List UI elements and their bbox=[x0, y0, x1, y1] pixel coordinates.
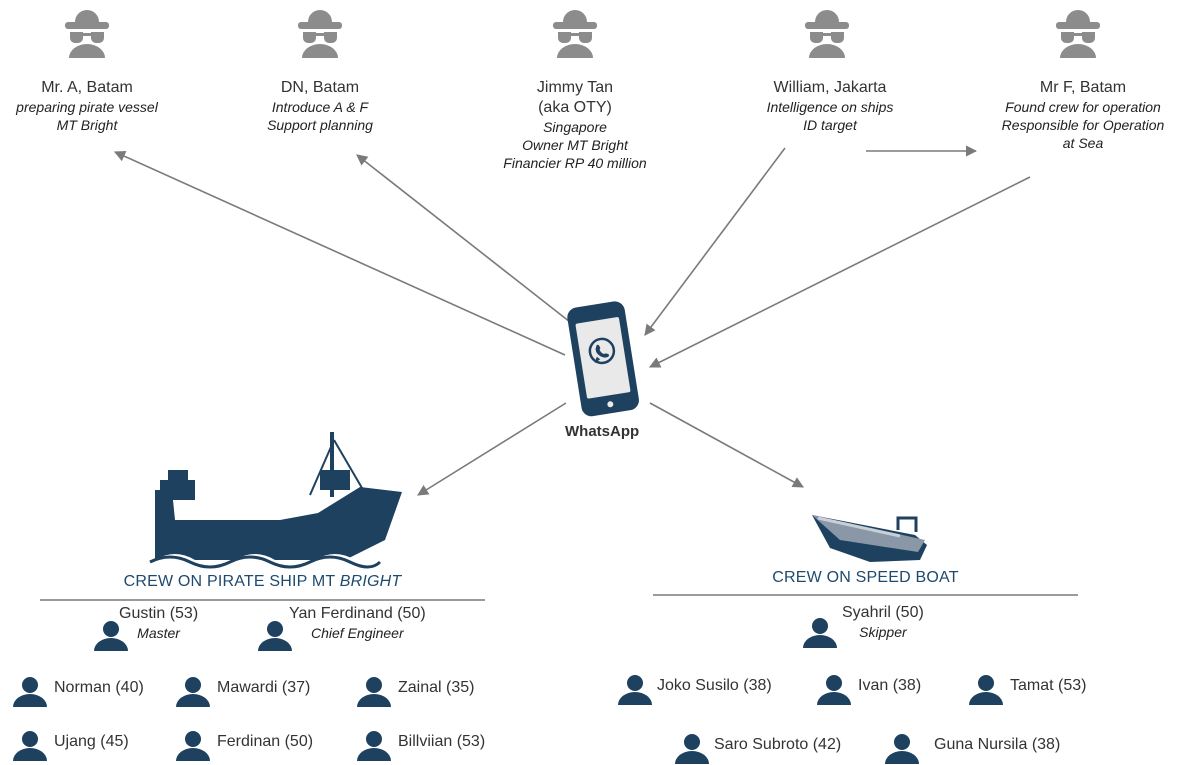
person-icon bbox=[258, 621, 292, 651]
member-role: Master bbox=[137, 625, 180, 641]
crew-member: Ujang (45) bbox=[12, 722, 129, 762]
member-name: Tamat (53) bbox=[1010, 677, 1087, 694]
person-icon bbox=[969, 675, 1003, 705]
actor-dn: DN, Batam Introduce A & F Support planni… bbox=[250, 78, 390, 134]
arrow-from-mr-f bbox=[648, 176, 1031, 368]
person-icon bbox=[618, 675, 652, 705]
member-name: Gustin (53) bbox=[119, 605, 199, 622]
arrow-to-dn bbox=[356, 154, 571, 323]
spy-icon bbox=[298, 10, 342, 58]
actor-detail: Singapore bbox=[543, 119, 607, 135]
crew-member-gustin: Gustin (53) Master bbox=[93, 605, 198, 652]
person-icon bbox=[885, 734, 919, 764]
actor-name: Jimmy Tan bbox=[536, 79, 614, 96]
whatsapp-label: WhatsApp bbox=[565, 423, 640, 440]
arrow-to-pirate-ship bbox=[417, 402, 567, 496]
member-name: Zainal (35) bbox=[398, 679, 475, 696]
pirate-ship-crew-title: CREW ON PIRATE SHIP MT BRIGHT bbox=[40, 573, 485, 591]
actor-detail: Responsible for Operation bbox=[1001, 117, 1165, 133]
title-prefix: CREW ON PIRATE SHIP MT bbox=[123, 573, 340, 590]
actor-detail: preparing pirate vessel bbox=[16, 99, 158, 115]
actor-detail: Introduce A & F bbox=[271, 99, 369, 115]
member-name: Mawardi (37) bbox=[217, 679, 311, 696]
member-name: Yan Ferdinand (50) bbox=[289, 605, 426, 622]
actor-name: DN, Batam bbox=[280, 79, 360, 96]
crew-member: Tamat (53) bbox=[968, 666, 1086, 706]
actor-name: Mr F, Batam bbox=[1039, 79, 1127, 96]
crew-member: Zainal (35) bbox=[356, 668, 474, 708]
actor-detail: Owner MT Bright bbox=[522, 137, 628, 153]
actor-detail: Financier RP 40 million bbox=[503, 155, 647, 171]
speed-boat-icon bbox=[812, 515, 927, 562]
person-icon bbox=[13, 731, 47, 761]
actor-jimmy-tan: Jimmy Tan (aka OTY) Singapore Owner MT B… bbox=[485, 78, 665, 172]
member-name: Ujang (45) bbox=[54, 733, 129, 750]
whatsapp-phone-icon bbox=[567, 301, 639, 417]
member-name: Norman (40) bbox=[54, 679, 144, 696]
crew-member: Norman (40) bbox=[12, 668, 144, 708]
crew-member: Billviian (53) bbox=[356, 722, 485, 762]
actor-name: William, Jakarta bbox=[773, 79, 887, 96]
spy-icon bbox=[553, 10, 597, 58]
member-name: Billviian (53) bbox=[398, 733, 486, 750]
actor-mr-a: Mr. A, Batam preparing pirate vessel MT … bbox=[2, 78, 172, 134]
crew-member: Joko Susilo (38) bbox=[617, 666, 772, 706]
actor-detail: Found crew for operation bbox=[1005, 99, 1161, 115]
member-name: Joko Susilo (38) bbox=[657, 677, 772, 694]
actor-detail: Support planning bbox=[267, 117, 373, 133]
member-role: Chief Engineer bbox=[311, 625, 404, 641]
member-name: Guna Nursila (38) bbox=[934, 736, 1061, 753]
crew-member-yan-ferdinand: Yan Ferdinand (50) Chief Engineer bbox=[257, 605, 426, 652]
crew-member: Guna Nursila (38) bbox=[884, 725, 1060, 765]
person-icon bbox=[357, 731, 391, 761]
arrow-from-william bbox=[644, 147, 786, 336]
actor-mr-f: Mr F, Batam Found crew for operation Res… bbox=[985, 78, 1181, 152]
arrow-to-mr-a bbox=[113, 151, 566, 356]
person-icon bbox=[675, 734, 709, 764]
pirate-ship-icon bbox=[149, 432, 402, 569]
member-role: Skipper bbox=[859, 624, 907, 640]
actor-aka: (aka OTY) bbox=[538, 99, 612, 116]
actor-detail: Intelligence on ships bbox=[766, 99, 894, 115]
actor-detail: at Sea bbox=[1062, 135, 1104, 151]
spy-icon bbox=[1056, 10, 1100, 58]
member-name: Ivan (38) bbox=[858, 677, 922, 694]
crew-member: Saro Subroto (42) bbox=[674, 725, 841, 765]
title-italic: BRIGHT bbox=[339, 573, 402, 590]
actor-name: Mr. A, Batam bbox=[41, 79, 133, 96]
crew-member: Ferdinan (50) bbox=[175, 722, 313, 762]
person-icon bbox=[357, 677, 391, 707]
person-icon bbox=[176, 677, 210, 707]
actor-william: William, Jakarta Intelligence on ships I… bbox=[745, 78, 915, 134]
member-name: Syahril (50) bbox=[842, 604, 924, 621]
person-icon bbox=[176, 731, 210, 761]
arrow-to-speed-boat bbox=[649, 402, 804, 488]
speed-boat-crew-title: CREW ON SPEED BOAT bbox=[772, 569, 959, 586]
person-icon bbox=[817, 675, 851, 705]
crew-member-syahril: Syahril (50) Skipper bbox=[802, 604, 924, 649]
member-name: Ferdinan (50) bbox=[217, 733, 314, 750]
person-icon bbox=[13, 677, 47, 707]
crew-member: Mawardi (37) bbox=[175, 668, 310, 708]
spy-icon bbox=[65, 10, 109, 58]
spy-icon bbox=[805, 10, 849, 58]
actor-detail: MT Bright bbox=[56, 117, 118, 133]
member-name: Saro Subroto (42) bbox=[714, 736, 842, 753]
actor-detail: ID target bbox=[803, 117, 857, 133]
person-icon bbox=[803, 618, 837, 648]
crew-member: Ivan (38) bbox=[816, 666, 921, 706]
